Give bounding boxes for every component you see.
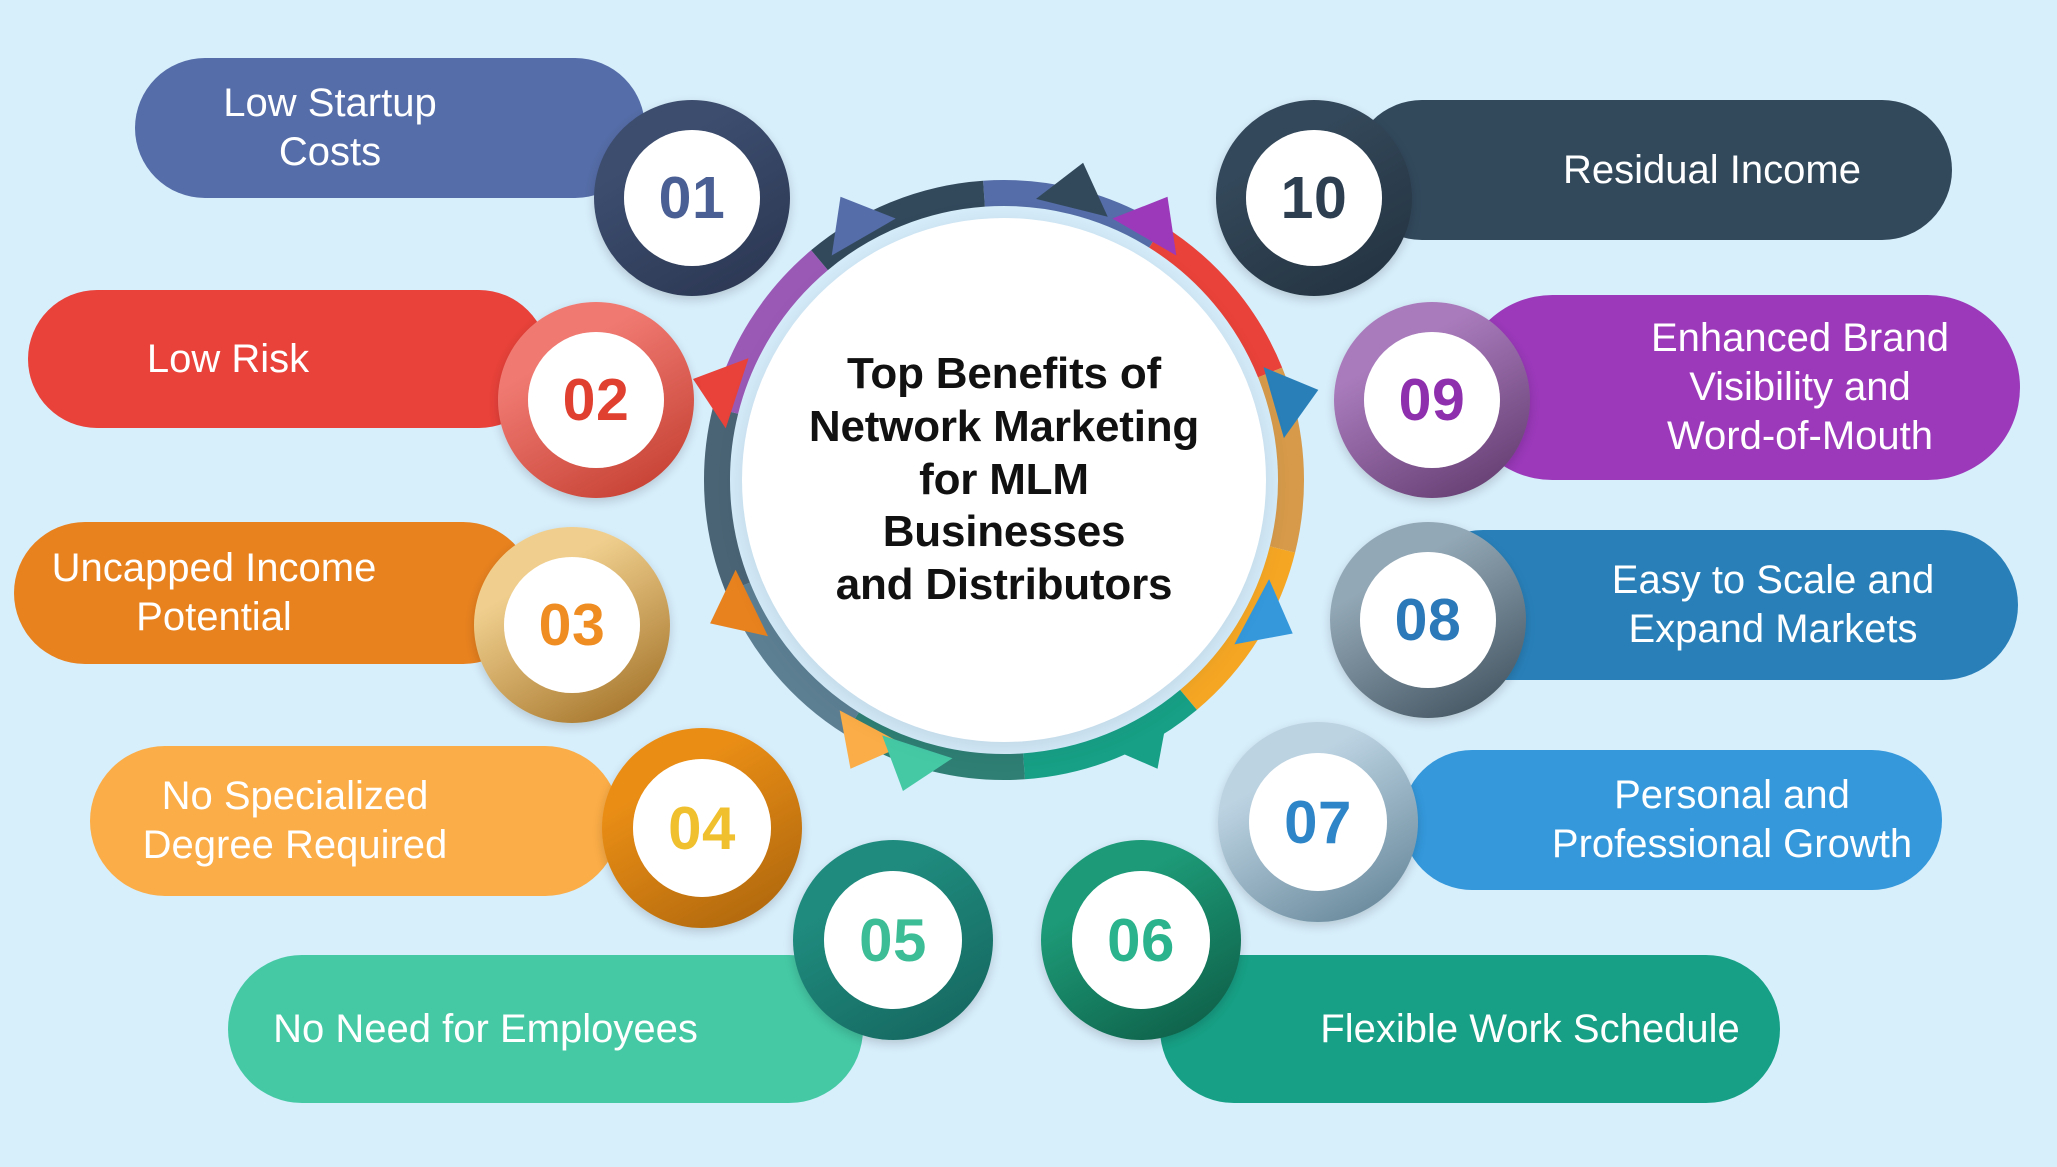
benefit-number-label: 07 bbox=[1249, 753, 1387, 891]
hub-arrow-pointer bbox=[831, 196, 896, 256]
benefit-number-circle-04[interactable]: 04 bbox=[602, 728, 802, 928]
hub-arrow-pointer bbox=[839, 710, 905, 769]
center-title: Top Benefits of Network Marketing for ML… bbox=[808, 349, 1200, 610]
benefit-number-label: 06 bbox=[1072, 871, 1210, 1009]
benefit-pill-01[interactable]: Low Startup Costs bbox=[135, 58, 645, 198]
hub-arrow-pointer bbox=[1263, 367, 1319, 439]
hub-arrow-pointer bbox=[1234, 579, 1293, 645]
center-hub-ring bbox=[624, 100, 1384, 860]
benefit-number-circle-05[interactable]: 05 bbox=[793, 840, 993, 1040]
benefit-pill-label: No Need for Employees bbox=[273, 1006, 698, 1051]
benefit-number-label: 05 bbox=[824, 871, 962, 1009]
hub-arrow-pointer bbox=[693, 358, 749, 429]
benefit-pill-02[interactable]: Low Risk bbox=[28, 290, 548, 428]
benefit-pill-label: Personal and Professional Growth bbox=[1551, 773, 1913, 866]
hub-arrow-pointer bbox=[1112, 196, 1177, 256]
benefit-pill-04[interactable]: No Specialized Degree Required bbox=[90, 746, 620, 896]
benefit-pill-07[interactable]: Personal and Professional Growth bbox=[1402, 750, 1942, 890]
hub-arrow-pointer bbox=[882, 735, 953, 791]
benefit-number-label: 04 bbox=[633, 759, 771, 897]
benefit-pill-05[interactable]: No Need for Employees bbox=[228, 955, 863, 1103]
benefit-pill-label: No Specialized Degree Required bbox=[142, 774, 448, 867]
benefit-pill-09[interactable]: Enhanced Brand Visibility and Word-of-Mo… bbox=[1460, 295, 2020, 480]
benefit-number-circle-07[interactable]: 07 bbox=[1218, 722, 1418, 922]
benefit-number-circle-01[interactable]: 01 bbox=[594, 100, 790, 296]
benefit-pill-label: Uncapped Income Potential bbox=[51, 546, 377, 639]
hub-ring-svg bbox=[693, 162, 1319, 791]
benefit-number-label: 09 bbox=[1364, 332, 1500, 468]
hub-arrow-pointer bbox=[710, 569, 769, 637]
benefit-pill-label: Low Startup Costs bbox=[223, 81, 437, 174]
benefit-pill-06[interactable]: Flexible Work Schedule bbox=[1160, 955, 1780, 1103]
benefit-number-circle-08[interactable]: 08 bbox=[1330, 522, 1526, 718]
benefit-pill-10[interactable]: Residual Income bbox=[1352, 100, 1952, 240]
benefit-pill-label: Residual Income bbox=[1563, 147, 1861, 192]
benefit-pill-label: Enhanced Brand Visibility and Word-of-Mo… bbox=[1650, 316, 1949, 458]
benefit-pill-label: Easy to Scale and Expand Markets bbox=[1611, 558, 1935, 651]
benefit-pill-label: Flexible Work Schedule bbox=[1320, 1006, 1740, 1051]
benefit-pill-label: Low Risk bbox=[146, 336, 310, 381]
center-hub-face: Top Benefits of Network Marketing for ML… bbox=[742, 218, 1266, 742]
benefit-pill-03[interactable]: Uncapped Income Potential bbox=[14, 522, 534, 664]
benefit-number-label: 10 bbox=[1246, 130, 1382, 266]
benefit-number-circle-06[interactable]: 06 bbox=[1041, 840, 1241, 1040]
hub-ring-segment bbox=[704, 407, 750, 593]
benefit-number-label: 01 bbox=[624, 130, 760, 266]
hub-arrow-pointer bbox=[1036, 162, 1108, 217]
benefit-number-circle-03[interactable]: 03 bbox=[474, 527, 670, 723]
benefit-number-label: 08 bbox=[1360, 552, 1496, 688]
hub-arrow-pointer bbox=[1103, 710, 1169, 769]
benefit-number-circle-10[interactable]: 10 bbox=[1216, 100, 1412, 296]
benefit-number-label: 03 bbox=[504, 557, 640, 693]
benefit-number-circle-09[interactable]: 09 bbox=[1334, 302, 1530, 498]
benefit-number-circle-02[interactable]: 02 bbox=[498, 302, 694, 498]
benefit-number-label: 02 bbox=[528, 332, 664, 468]
